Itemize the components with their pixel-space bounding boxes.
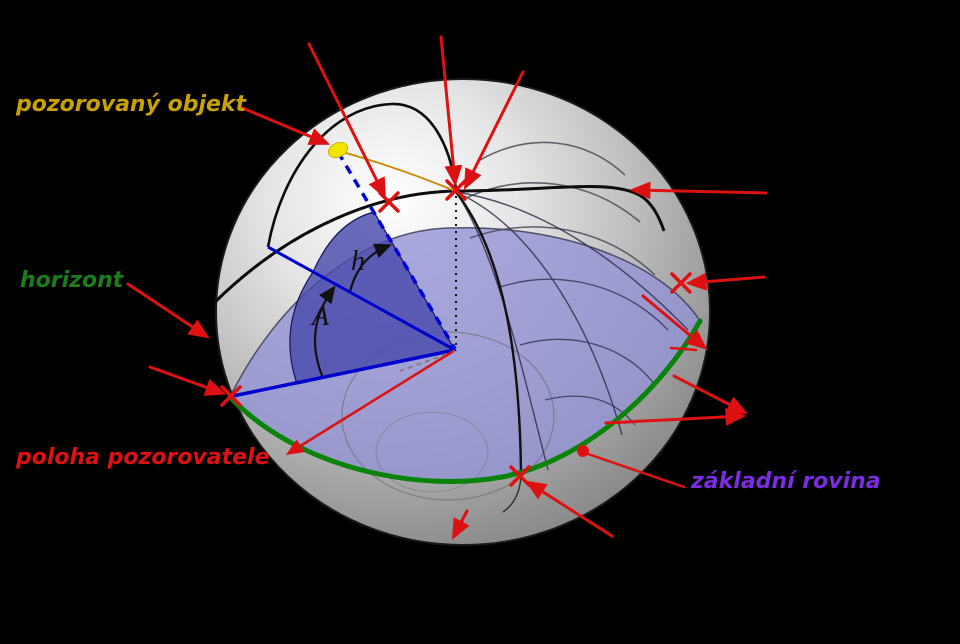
altitude-wedge: [312, 211, 457, 352]
center-dashed-segment: [399, 350, 456, 372]
observer-position-label: poloha pozorovatele: [16, 445, 270, 470]
pointer-lines: [126, 35, 768, 540]
observed-object-label: pozorovaný objekt: [16, 92, 247, 117]
horizon-back-edge: [229, 226, 701, 398]
east-cross: [670, 272, 692, 294]
object-vertical-circle-arc: [266, 102, 458, 248]
pointer-circle-upper-short: [669, 346, 698, 352]
pointer-nadir: [451, 509, 470, 540]
horizon-front-arc: [227, 318, 703, 484]
azimuth-angle-arrow: [313, 285, 336, 379]
almucantarat-arcs: [467, 141, 669, 426]
pointer-east-cross: [685, 272, 766, 291]
zenith-cross: [445, 179, 467, 201]
pointer-base-plane: [586, 452, 686, 489]
pointer-horizon: [126, 282, 210, 339]
pointer-meridian: [629, 181, 768, 200]
pointer-south-cross: [525, 480, 614, 538]
south-cross: [509, 465, 531, 487]
north-direction-line: [232, 348, 456, 398]
zenith-south-arc: [455, 191, 523, 477]
base-plane-dot: [577, 445, 589, 457]
zenith-south-arc-below-horizon: [502, 475, 522, 513]
pointer-circle-lower-a: [672, 374, 749, 415]
azimuth-symbol: A: [312, 301, 330, 332]
altitude-symbol: h: [351, 246, 365, 277]
upper-cross: [378, 191, 400, 213]
object-path-arc: [338, 150, 456, 192]
inner-sphere-outline-small: [375, 411, 489, 493]
altitude-angle-arrow: [348, 243, 393, 293]
pointer-circle-lower-b: [604, 407, 747, 426]
base-plane-label: základní rovina: [691, 469, 881, 494]
object-sight-line-dashed: [336, 151, 457, 350]
pointer-observed-object: [238, 105, 331, 145]
pointer-zenith-left: [439, 35, 463, 187]
pointer-circle-upper: [641, 294, 708, 350]
pointer-north-cross: [148, 365, 227, 396]
north-cross: [220, 385, 242, 407]
observed-object-dot: [327, 141, 349, 159]
pointer-zenith-right: [463, 70, 525, 191]
inner-sphere-outline: [341, 331, 555, 501]
pointer-observer-center: [285, 350, 454, 455]
azimuth-foot-line: [267, 245, 456, 352]
meridian-arc: [212, 184, 666, 305]
pointer-upper-cross: [307, 42, 387, 200]
horizon-label: horizont: [20, 268, 124, 293]
cross-markers: [220, 179, 692, 487]
